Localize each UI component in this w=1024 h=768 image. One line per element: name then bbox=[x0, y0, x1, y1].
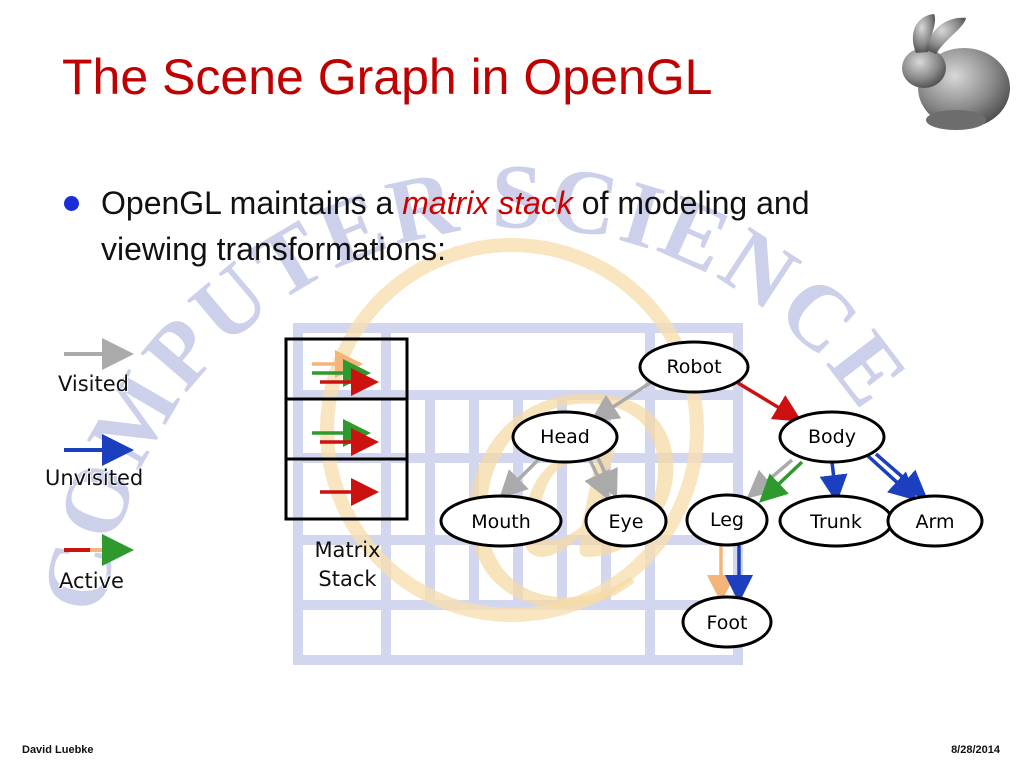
node-trunk-label: Trunk bbox=[809, 511, 862, 533]
node-mouth: Mouth bbox=[439, 494, 563, 548]
node-arm: Arm bbox=[886, 494, 984, 548]
matrix-stack-label-line2: Stack bbox=[318, 567, 377, 591]
edge-robot-body bbox=[737, 381, 802, 422]
edge-body-trunk bbox=[819, 461, 848, 503]
node-eye: Eye bbox=[584, 494, 668, 548]
bullet-text-after: of modeling and viewing transformations: bbox=[101, 185, 810, 267]
node-body: Body bbox=[778, 410, 886, 464]
footer-author: David Luebke bbox=[22, 744, 94, 756]
edge-head-mouth bbox=[499, 456, 542, 499]
node-eye-label: Eye bbox=[609, 511, 644, 533]
bunny-image bbox=[902, 14, 1010, 130]
node-head-label: Head bbox=[540, 426, 590, 448]
edge-body-leg-green bbox=[758, 460, 804, 503]
node-body-label: Body bbox=[808, 426, 856, 448]
node-leg-label: Leg bbox=[710, 509, 744, 531]
node-trunk: Trunk bbox=[778, 494, 894, 548]
node-head: Head bbox=[511, 410, 619, 464]
bullet-text-before: OpenGL maintains a bbox=[101, 185, 403, 221]
edge-head-eye-1 bbox=[584, 459, 610, 501]
bullet-emphasis: matrix stack bbox=[402, 185, 573, 221]
node-foot: Foot bbox=[681, 595, 773, 649]
legend-unvisited-label: Unvisited bbox=[45, 466, 144, 490]
node-mouth-label: Mouth bbox=[471, 511, 531, 533]
node-arm-label: Arm bbox=[916, 511, 955, 533]
matrix-stack bbox=[284, 337, 409, 521]
node-robot: Robot bbox=[638, 340, 750, 394]
legend-active-label: Active bbox=[59, 569, 124, 593]
footer-date: 8/28/2014 bbox=[951, 744, 1000, 756]
node-foot-label: Foot bbox=[707, 612, 748, 634]
slide-title: The Scene Graph in OpenGL bbox=[62, 49, 713, 105]
matrix-stack-label-line1: Matrix bbox=[314, 538, 381, 562]
scene-graph-edges bbox=[499, 381, 928, 603]
bullet-dot bbox=[64, 196, 79, 211]
matrix-stack-label: Matrix Stack bbox=[300, 536, 395, 594]
edge-head-eye-2 bbox=[592, 457, 618, 499]
edge-robot-head bbox=[590, 381, 651, 422]
legend-visited-label: Visited bbox=[58, 372, 129, 396]
watermark-at-ring bbox=[320, 238, 704, 622]
node-leg: Leg bbox=[685, 493, 769, 547]
edge-body-arm-1 bbox=[866, 454, 918, 501]
edge-body-arm-2 bbox=[874, 452, 928, 499]
scene-graph-nodes: Robot Head Body Mouth Eye Leg Trunk Arm bbox=[439, 340, 984, 649]
watermark-grid bbox=[293, 323, 743, 665]
bullet-text: OpenGL maintains a matrix stack of model… bbox=[101, 180, 821, 272]
node-robot-label: Robot bbox=[666, 356, 721, 378]
